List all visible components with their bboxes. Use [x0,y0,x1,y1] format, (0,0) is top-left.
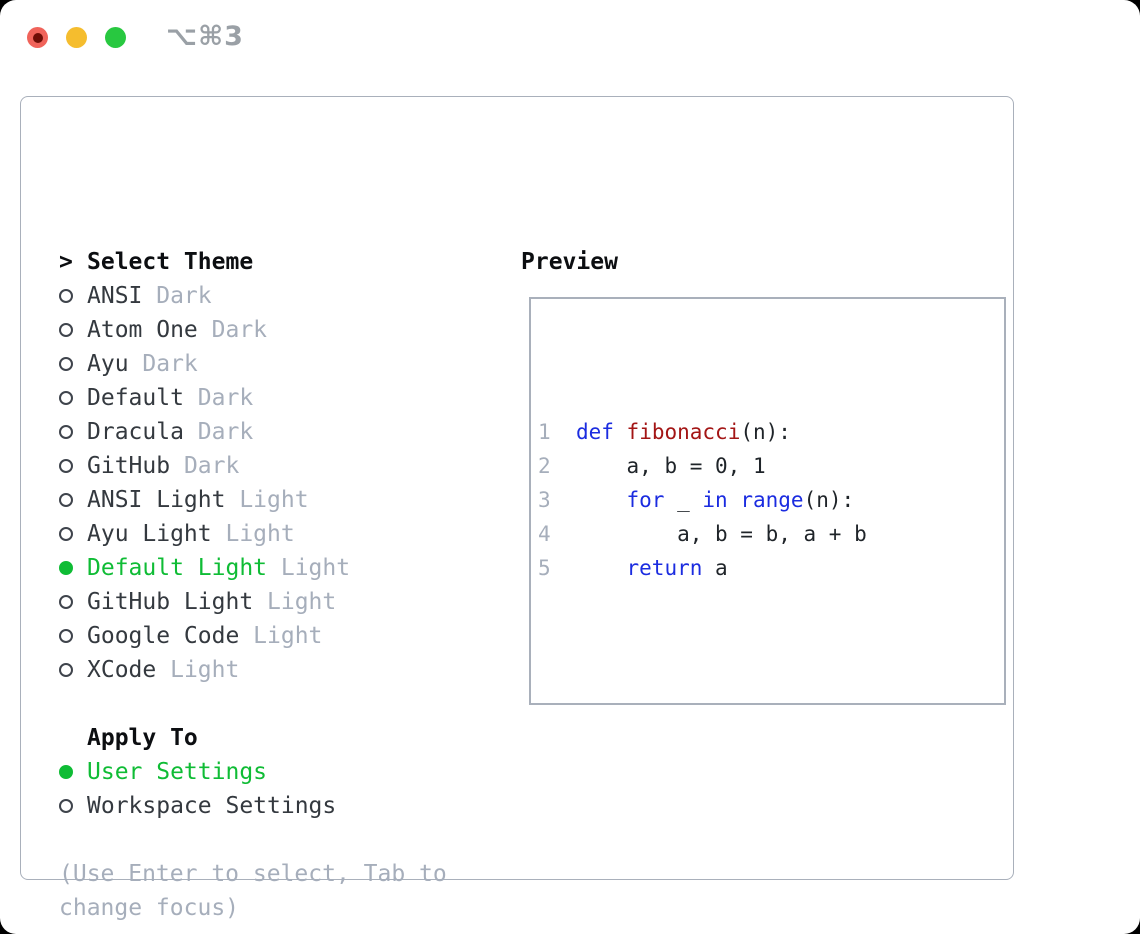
option-variant-label: Dark [197,419,254,445]
option-label: Atom One [87,317,198,343]
section-gap [59,687,447,721]
radio-selected-icon [59,765,73,779]
theme-option-ayu[interactable]: Ayu Dark [59,347,447,381]
option-label: Default [87,385,184,411]
option-label: Dracula [87,419,184,445]
help-text-line-1: (Use Enter to select, Tab to [59,861,447,887]
option-variant-label: Dark [156,283,212,309]
option-label: ANSI [87,283,143,309]
keyboard-shortcut-label: ⌥⌘3 [166,21,244,52]
radio-icon [59,323,73,337]
minimize-button[interactable] [66,27,87,48]
option-variant-label: Light [280,555,351,581]
radio-icon [59,663,73,677]
radio-icon [59,391,73,405]
radio-icon [59,289,73,303]
help-text: (Use Enter to select, Tab to change focu… [59,857,447,925]
option-variant-label: Dark [142,351,198,377]
apply-to-header: Apply To [59,721,447,755]
select-theme-header-label: Select Theme [87,249,254,275]
option-variant-label: Light [239,487,309,513]
radio-selected-icon [59,561,73,575]
close-button[interactable] [27,27,48,48]
theme-option-github[interactable]: GitHub Dark [59,449,447,483]
apply-option-user-settings[interactable]: User Settings [59,755,447,789]
option-label: GitHub [87,453,171,479]
radio-icon [59,493,73,507]
code-line: 2 a, b = 0, 1 [538,454,766,478]
theme-option-google-code[interactable]: Google Code Light [59,619,447,653]
select-theme-header: > Select Theme [59,245,447,279]
focus-caret-icon: > [59,249,73,275]
option-label: Default Light [87,555,268,581]
code-diff-gap [538,653,996,687]
theme-option-github-light[interactable]: GitHub Light Light [59,585,447,619]
option-variant-label: Dark [197,385,254,411]
apply-to-header-label: Apply To [87,725,198,751]
option-label: Workspace Settings [87,793,337,819]
code-line: 1 def fibonacci(n): [538,420,791,444]
option-variant-label: Dark [211,317,268,343]
theme-option-default[interactable]: Default Dark [59,381,447,415]
help-text-line-2: change focus) [59,895,240,921]
code-line: 5 return a [538,556,728,580]
option-label: Ayu [87,351,129,377]
option-label: User Settings [87,759,268,785]
option-variant-label: Light [170,657,240,683]
theme-option-ansi-light[interactable]: ANSI Light Light [59,483,447,517]
option-label: Google Code [87,623,240,649]
theme-option-default-light[interactable]: Default Light Light [59,551,447,585]
option-variant-label: Dark [183,453,240,479]
preview-code: 1 def fibonacci(n): 2 a, b = 0, 1 3 for _ … [531,299,1004,703]
option-variant-label: Light [267,589,337,615]
theme-option-atom-one[interactable]: Atom One Dark [59,313,447,347]
option-variant-label: Light [225,521,295,547]
option-variant-label: Light [253,623,323,649]
theme-option-dracula[interactable]: Dracula Dark [59,415,447,449]
radio-icon [59,459,73,473]
zoom-button[interactable] [105,27,126,48]
radio-icon [59,425,73,439]
preview-header: Preview [521,245,618,279]
radio-icon [59,799,73,813]
python-code-block: 1 def fibonacci(n): 2 a, b = 0, 1 3 for _ … [538,415,996,585]
code-line: 3 for _ in range(n): [538,488,855,512]
radio-icon [59,527,73,541]
option-label: GitHub Light [87,589,254,615]
preview-header-label: Preview [521,249,618,275]
radio-icon [59,357,73,371]
radio-icon [59,595,73,609]
apply-option-workspace-settings[interactable]: Workspace Settings [59,789,447,823]
preview-box: 1 def fibonacci(n): 2 a, b = 0, 1 3 for _ … [529,297,1006,705]
option-label: XCode [87,657,157,683]
option-label: ANSI Light [87,487,226,513]
code-line: 4 a, b = b, a + b [538,522,867,546]
theme-option-xcode[interactable]: XCode Light [59,653,447,687]
theme-option-ansi[interactable]: ANSI Dark [59,279,447,313]
radio-icon [59,629,73,643]
theme-option-ayu-light[interactable]: Ayu Light Light [59,517,447,551]
option-label: Ayu Light [87,521,212,547]
